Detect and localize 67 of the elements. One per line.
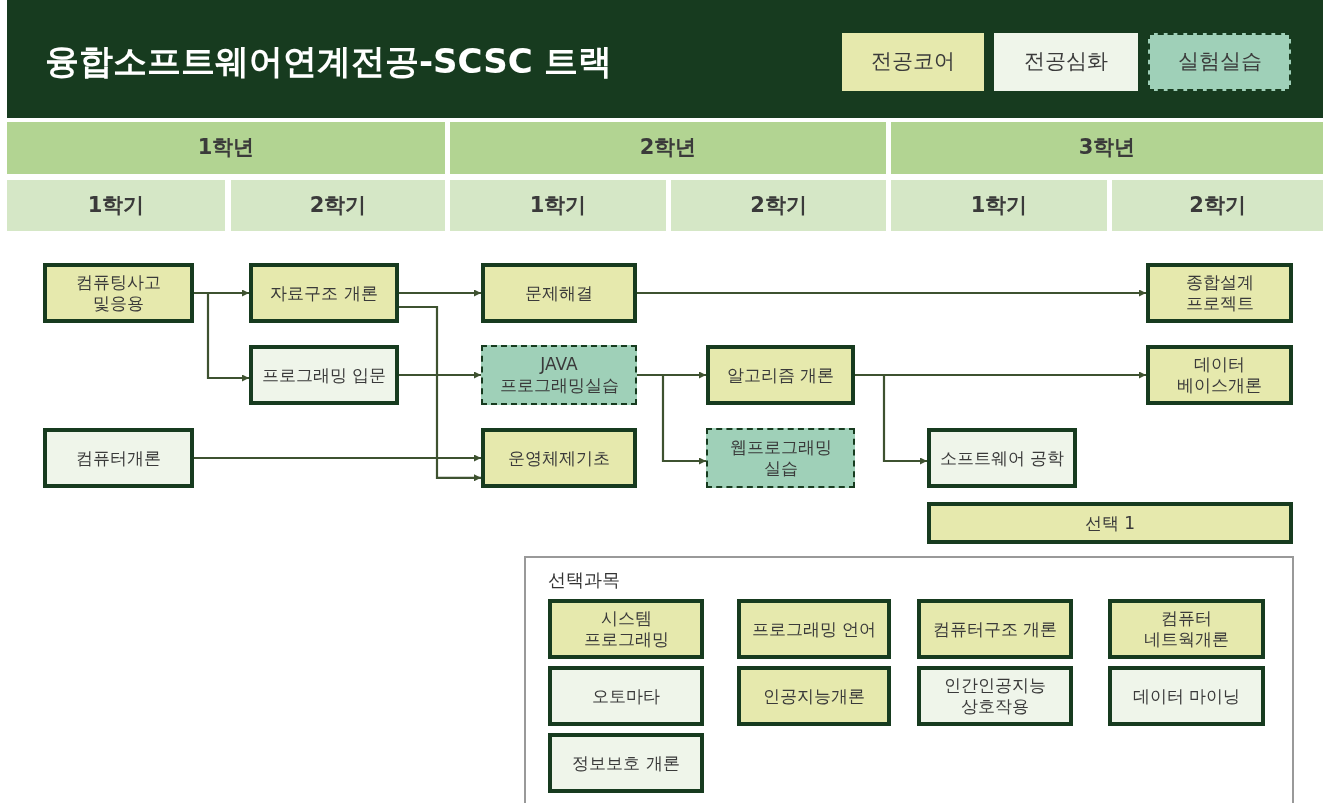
arrow — [194, 454, 481, 462]
course-name: 인공지능개론 — [763, 685, 865, 707]
arrow — [637, 373, 706, 465]
semester-band: 1학기 — [7, 180, 225, 231]
arrow — [399, 289, 481, 297]
course-box — [43, 428, 194, 488]
course-name: 종합설계 프로젝트 — [1184, 272, 1255, 314]
legend-swatch: 실험실습 — [1148, 33, 1291, 91]
course-name: 컴퓨터구조 개론 — [932, 618, 1058, 640]
year-band: 2학년 — [450, 122, 886, 174]
arrow — [399, 305, 481, 482]
course-name: 컴퓨터개론 — [76, 447, 161, 469]
course-box — [481, 263, 637, 323]
course-name: 컴퓨터 네트웍개론 — [1143, 608, 1230, 650]
arrow — [194, 291, 249, 382]
course-box — [548, 599, 704, 659]
course-name: 알고리즘 개론 — [726, 364, 835, 386]
course-name: 오토마타 — [592, 685, 660, 707]
course-name: 데이터 베이스개론 — [1176, 354, 1263, 396]
course-box — [1146, 345, 1293, 405]
course-box — [927, 502, 1293, 544]
course-name: 자료구조 개론 — [270, 282, 378, 304]
course-box — [548, 733, 704, 793]
course-name: 데이터 마이닝 — [1132, 685, 1241, 707]
semester-band: 2학기 — [231, 180, 445, 231]
course-box — [917, 599, 1073, 659]
course-name: 컴퓨팅사고 및응용 — [75, 272, 162, 314]
course-box — [249, 345, 399, 405]
course-box — [737, 666, 891, 726]
semester-band: 2학기 — [1112, 180, 1323, 231]
arrow — [637, 289, 1146, 297]
course-box — [1146, 263, 1293, 323]
elective-group-panel — [524, 556, 1294, 803]
course-box — [1108, 666, 1265, 726]
course-name: 웹프로그래밍 실습 — [728, 437, 833, 479]
course-box — [43, 263, 194, 323]
course-name: JAVA 프로그래밍실습 — [498, 354, 620, 396]
course-box — [737, 599, 891, 659]
arrow — [399, 371, 481, 379]
course-name: 프로그래밍 입문 — [261, 364, 387, 386]
course-box — [249, 263, 399, 323]
semester-band: 1학기 — [450, 180, 666, 231]
legend-swatch: 전공코어 — [842, 33, 984, 91]
course-name: 운영체제기초 — [508, 447, 610, 469]
course-box — [481, 428, 637, 488]
course-box — [927, 428, 1077, 488]
course-box — [917, 666, 1073, 726]
course-box — [706, 345, 855, 405]
course-name: 정보보호 개론 — [572, 752, 680, 774]
lab-course-box — [706, 428, 855, 488]
course-box — [548, 666, 704, 726]
lab-course-box — [481, 345, 637, 405]
semester-band: 1학기 — [891, 180, 1107, 231]
title: 융합소프트웨어연계전공-SCSC 트랙 — [45, 40, 613, 83]
course-name: 선택 1 — [1084, 512, 1136, 534]
year-band: 1학년 — [7, 122, 445, 174]
course-name: 문제해결 — [525, 282, 593, 304]
course-name: 소프트웨어 공학 — [939, 447, 1065, 469]
year-band: 3학년 — [891, 122, 1323, 174]
arrow — [855, 373, 927, 465]
semester-band: 2학기 — [671, 180, 886, 231]
course-name: 프로그래밍 언어 — [751, 618, 877, 640]
course-box — [1108, 599, 1265, 659]
legend-swatch: 전공심화 — [994, 33, 1138, 91]
course-name: 인간인공지능 상호작용 — [943, 675, 1047, 717]
course-name: 시스템 프로그래밍 — [582, 608, 670, 650]
group-heading: 선택과목 — [548, 568, 620, 592]
